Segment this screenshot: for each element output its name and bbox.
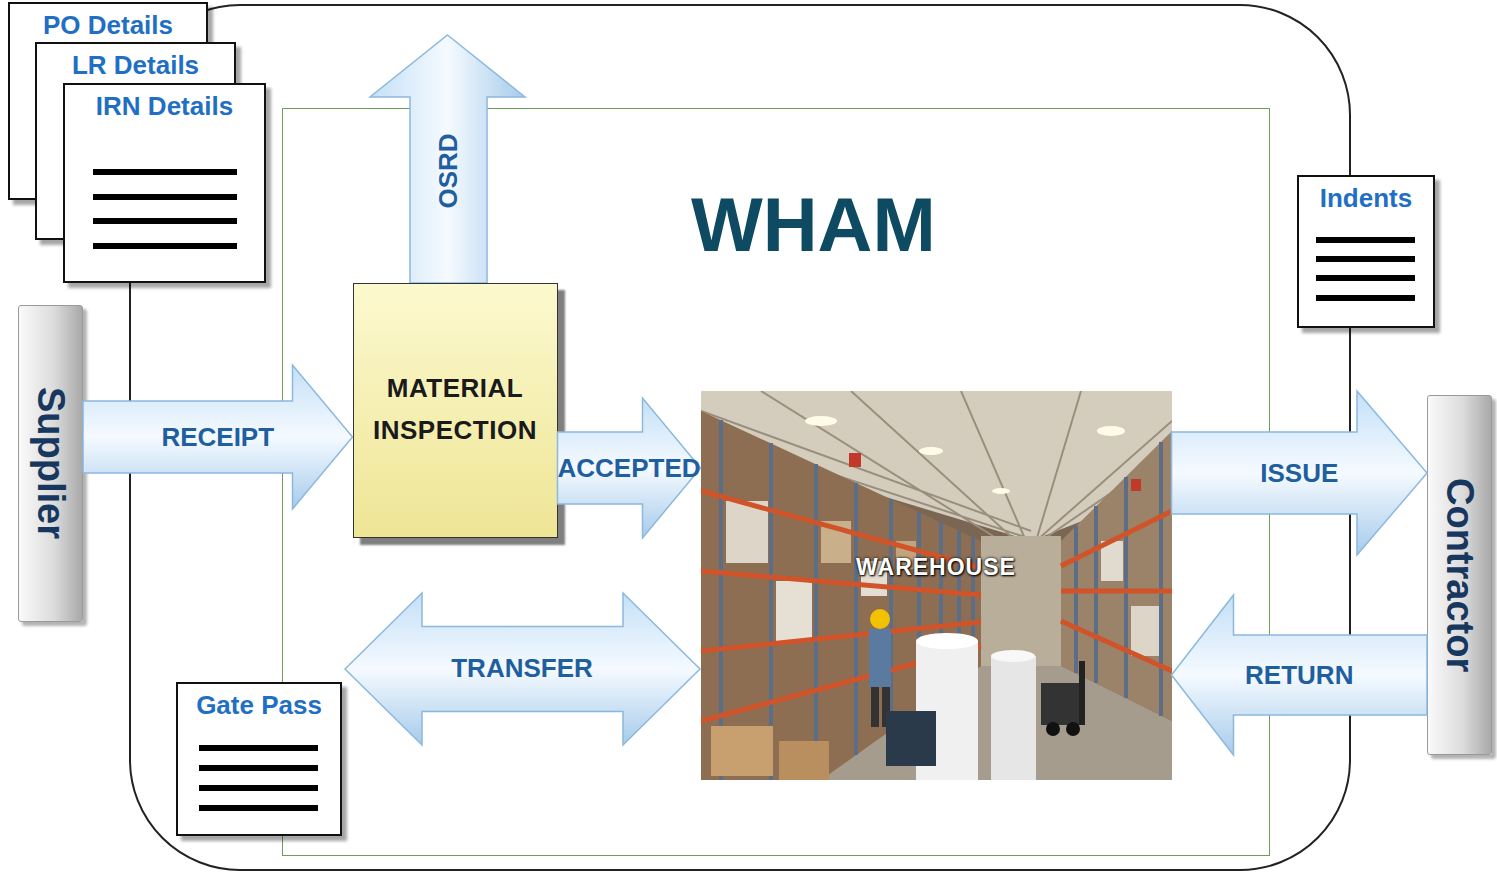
text-line: [1316, 275, 1415, 281]
flow-arrow: [83, 365, 353, 509]
node-label: PO Details: [10, 4, 206, 40]
edge-label: RETURN: [1245, 660, 1353, 691]
ceiling-light: [805, 416, 837, 426]
document-box: Gate Pass: [176, 682, 342, 836]
text-line: [199, 765, 318, 771]
system-boundary: [130, 5, 1350, 870]
node-label: Gate Pass: [178, 684, 340, 720]
pallet-load: [726, 501, 768, 563]
photo-base: [701, 391, 1172, 780]
pallet-load: [1131, 606, 1159, 656]
ceiling-light: [992, 488, 1010, 494]
pallet-load: [896, 541, 916, 569]
edge-label: ACCEPTED: [557, 453, 700, 484]
ceiling-light: [919, 447, 943, 455]
paper-roll: [916, 641, 978, 780]
text-line: [199, 805, 318, 811]
forklift: [1079, 661, 1085, 725]
paper-roll: [991, 656, 1036, 780]
flow-arrow: [1172, 595, 1428, 755]
far-wall: [981, 536, 1061, 666]
worker: [882, 687, 890, 727]
ceiling: [701, 391, 1172, 541]
rack-upright: [1076, 442, 1161, 716]
forklift: [1041, 683, 1081, 725]
node-label: WHAM: [691, 187, 936, 263]
pallet-load: [776, 581, 812, 641]
text-line: [1316, 295, 1415, 301]
text-line: [93, 218, 237, 224]
flow-arrow: [1172, 391, 1428, 555]
text-line: [199, 745, 318, 751]
edge-label: RECEIPT: [161, 422, 274, 453]
system-frame: WHAM OSRD MATERIAL INSPECTION WAREHOUSE TRAN…: [282, 108, 1270, 856]
rack-beam: [1061, 511, 1172, 671]
rack-sign: [1131, 479, 1141, 491]
document-box: IRN Details: [63, 83, 266, 283]
worker: [869, 629, 891, 687]
node-label: TRANSFER: [451, 653, 593, 684]
node-label: MATERIAL INSPECTION: [364, 368, 547, 451]
carton: [711, 726, 773, 776]
pallet-load: [821, 521, 851, 563]
rack-upright: [721, 420, 973, 780]
outflow-arrow: OSRD: [370, 35, 525, 283]
roof-truss: [701, 391, 1172, 541]
ceiling-light: [1097, 426, 1125, 436]
storage-photo: [701, 391, 1172, 780]
text-line: [93, 243, 237, 249]
node-label: Contractor: [1438, 478, 1481, 672]
edge-label: ISSUE: [1260, 458, 1338, 489]
transfer-arrow: TRANSFER: [345, 593, 700, 745]
text-line: [1316, 256, 1415, 262]
worker: [871, 687, 879, 727]
actor-bar: Supplier: [18, 305, 83, 622]
pallet-load: [861, 561, 887, 596]
rack-sign: [849, 453, 861, 467]
left-rack: [701, 411, 981, 780]
paper-roll: [991, 650, 1035, 662]
carton: [779, 741, 829, 780]
paper-roll: [916, 633, 978, 649]
node-label: WAREHOUSE: [701, 554, 1172, 581]
process-box: MATERIAL INSPECTION: [353, 283, 558, 538]
floor: [821, 666, 1172, 780]
pallet-truck: [886, 711, 936, 766]
text-line: [1316, 237, 1415, 243]
forklift: [1046, 722, 1060, 736]
right-rack: [1061, 431, 1172, 721]
document-lines: [93, 172, 1415, 808]
forklift: [1066, 722, 1080, 736]
node-label: Supplier: [29, 387, 72, 539]
flow-arrow: [558, 398, 701, 538]
rack-beam: [701, 491, 981, 721]
node-label: Indents: [1299, 177, 1433, 213]
document-box: Indents: [1297, 175, 1435, 328]
storage-box: WAREHOUSE: [701, 391, 1172, 780]
node-label: OSRD: [432, 133, 463, 208]
node-label: IRN Details: [65, 85, 264, 121]
text-line: [93, 169, 237, 175]
node-label: LR Details: [37, 44, 234, 80]
arrow-shape: [345, 593, 700, 745]
arrow-shape: [370, 35, 525, 283]
worker: [870, 609, 890, 629]
pallet-load: [1101, 541, 1123, 581]
text-line: [199, 785, 318, 791]
actor-bar: Contractor: [1427, 395, 1492, 755]
text-line: [93, 194, 237, 200]
